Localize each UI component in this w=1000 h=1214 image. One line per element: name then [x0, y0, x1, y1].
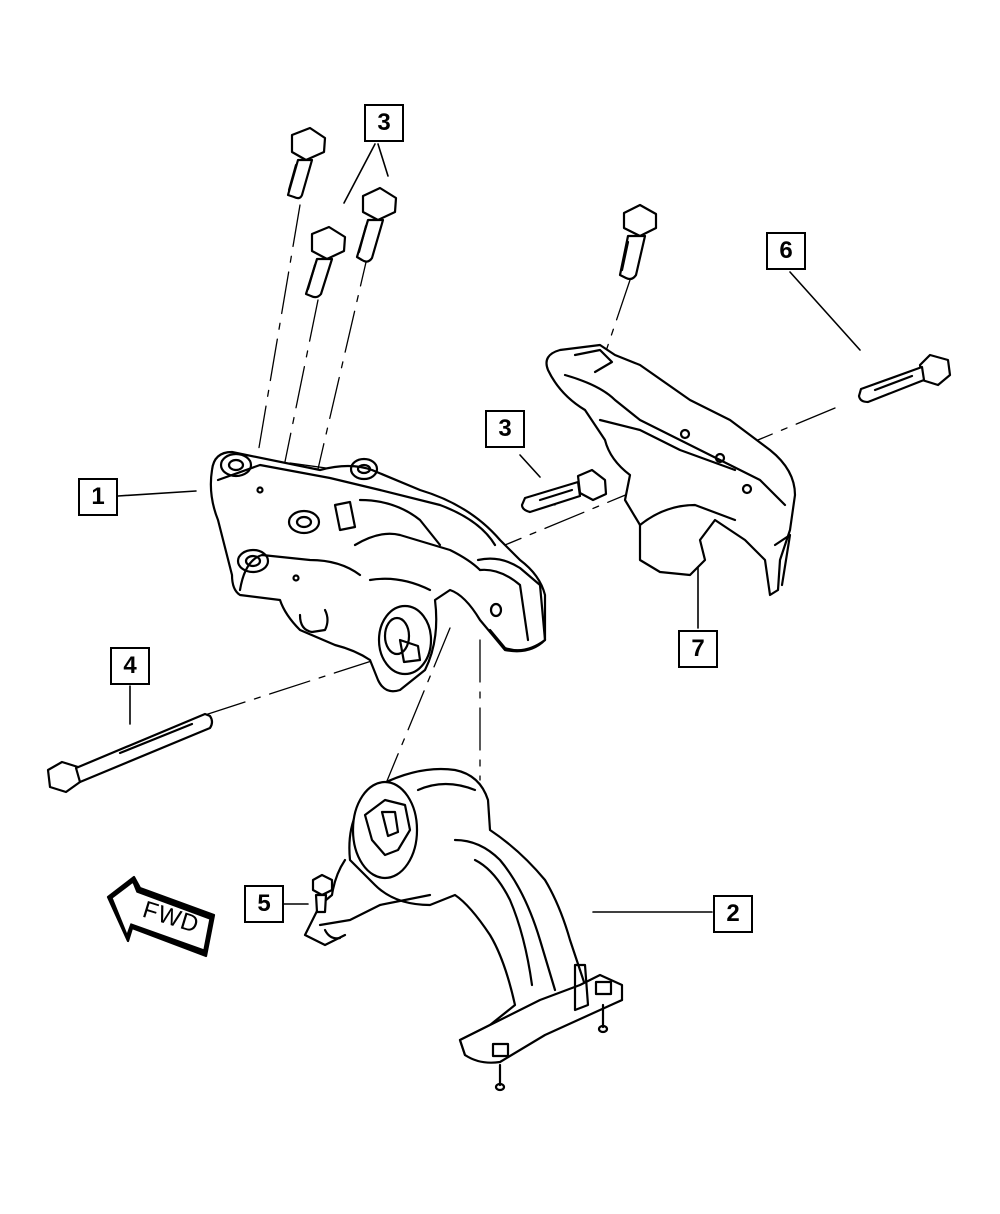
callout-3-top: 3 — [364, 104, 404, 142]
part-3-bolt — [286, 126, 327, 200]
part-3-bolt — [304, 225, 347, 299]
part-3-bolt — [520, 468, 608, 514]
part-5-bolt — [311, 873, 334, 914]
leader-lines — [117, 143, 861, 913]
callout-1: 1 — [78, 478, 118, 516]
part-4-bolt — [46, 712, 214, 794]
callout-7: 7 — [678, 630, 718, 668]
part-7-shield — [545, 343, 797, 597]
callout-3-middle: 3 — [485, 410, 525, 448]
callout-4: 4 — [110, 647, 150, 685]
part-3-bolt — [355, 186, 398, 263]
callout-6: 6 — [766, 232, 806, 270]
part-2-lower-mount — [303, 767, 624, 1092]
part-1-bracket — [209, 450, 547, 693]
part-3-bolt — [618, 203, 658, 281]
part-6-bolt — [857, 353, 952, 404]
callout-2: 2 — [713, 895, 753, 933]
fwd-arrow: FWD — [106, 875, 216, 958]
callout-5: 5 — [244, 885, 284, 923]
